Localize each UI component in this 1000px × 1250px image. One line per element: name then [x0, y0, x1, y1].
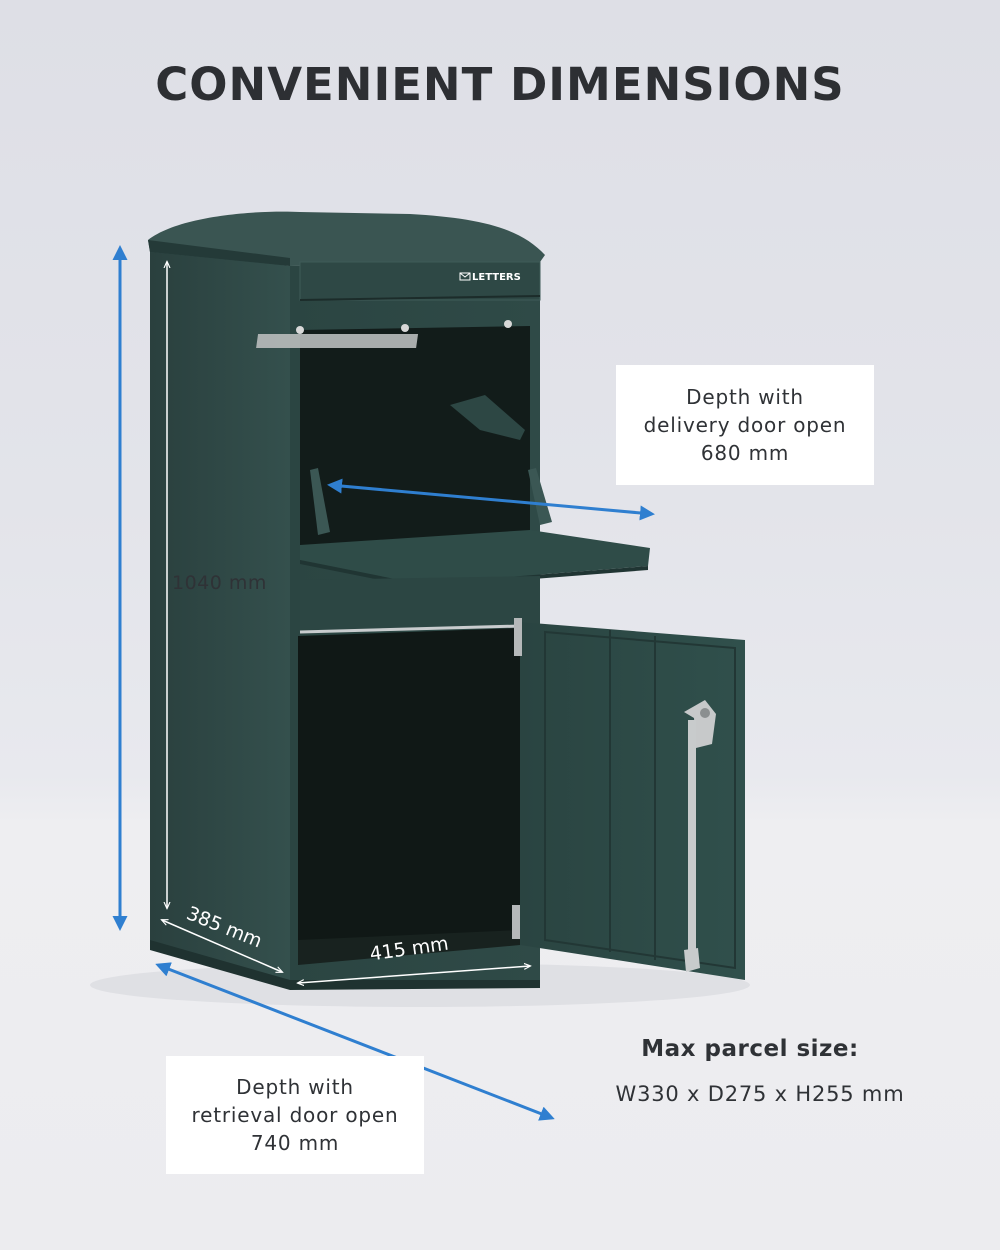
retrieval-depth-value: 740 mm — [250, 1131, 340, 1155]
retrieval-compartment — [298, 628, 520, 960]
delivery-depth-value: 680 mm — [700, 441, 790, 465]
delivery-depth-box: Depth with delivery door open 680 mm — [616, 365, 874, 485]
letters-flap — [299, 261, 541, 301]
max-parcel-title: Max parcel size: — [641, 1036, 859, 1062]
delivery-door — [300, 530, 650, 584]
door-strut-left — [310, 468, 330, 535]
retrieval-depth-line2: retrieval door open — [191, 1103, 399, 1127]
retrieval-depth-box: Depth with retrieval door open 740 mm — [166, 1056, 424, 1174]
delivery-depth-line2: delivery door open — [643, 413, 847, 437]
side-depth-line — [162, 920, 282, 972]
retrieval-depth-arrow — [155, 962, 555, 1121]
delivery-depth-arrow — [327, 478, 655, 521]
front-width-line — [298, 966, 530, 983]
max-parcel-value: W330 x D275 x H255 mm — [615, 1082, 905, 1106]
delivery-compartment — [300, 326, 530, 560]
page-title: CONVENIENT DIMENSIONS — [155, 58, 845, 111]
rounded-lid — [148, 211, 545, 266]
retrieval-depth-line1: Depth with — [236, 1075, 354, 1099]
height-label: 1040 mm — [172, 572, 267, 594]
lock-icon — [684, 700, 716, 972]
letters-label-group: LETTERS — [459, 272, 521, 283]
hinge-icon — [514, 618, 522, 656]
envelope-icon — [459, 272, 471, 281]
letters-slot-label: LETTERS — [472, 272, 521, 283]
retrieval-door — [520, 622, 745, 980]
side-panel — [150, 248, 290, 985]
delivery-depth-line1: Depth with — [686, 385, 804, 409]
